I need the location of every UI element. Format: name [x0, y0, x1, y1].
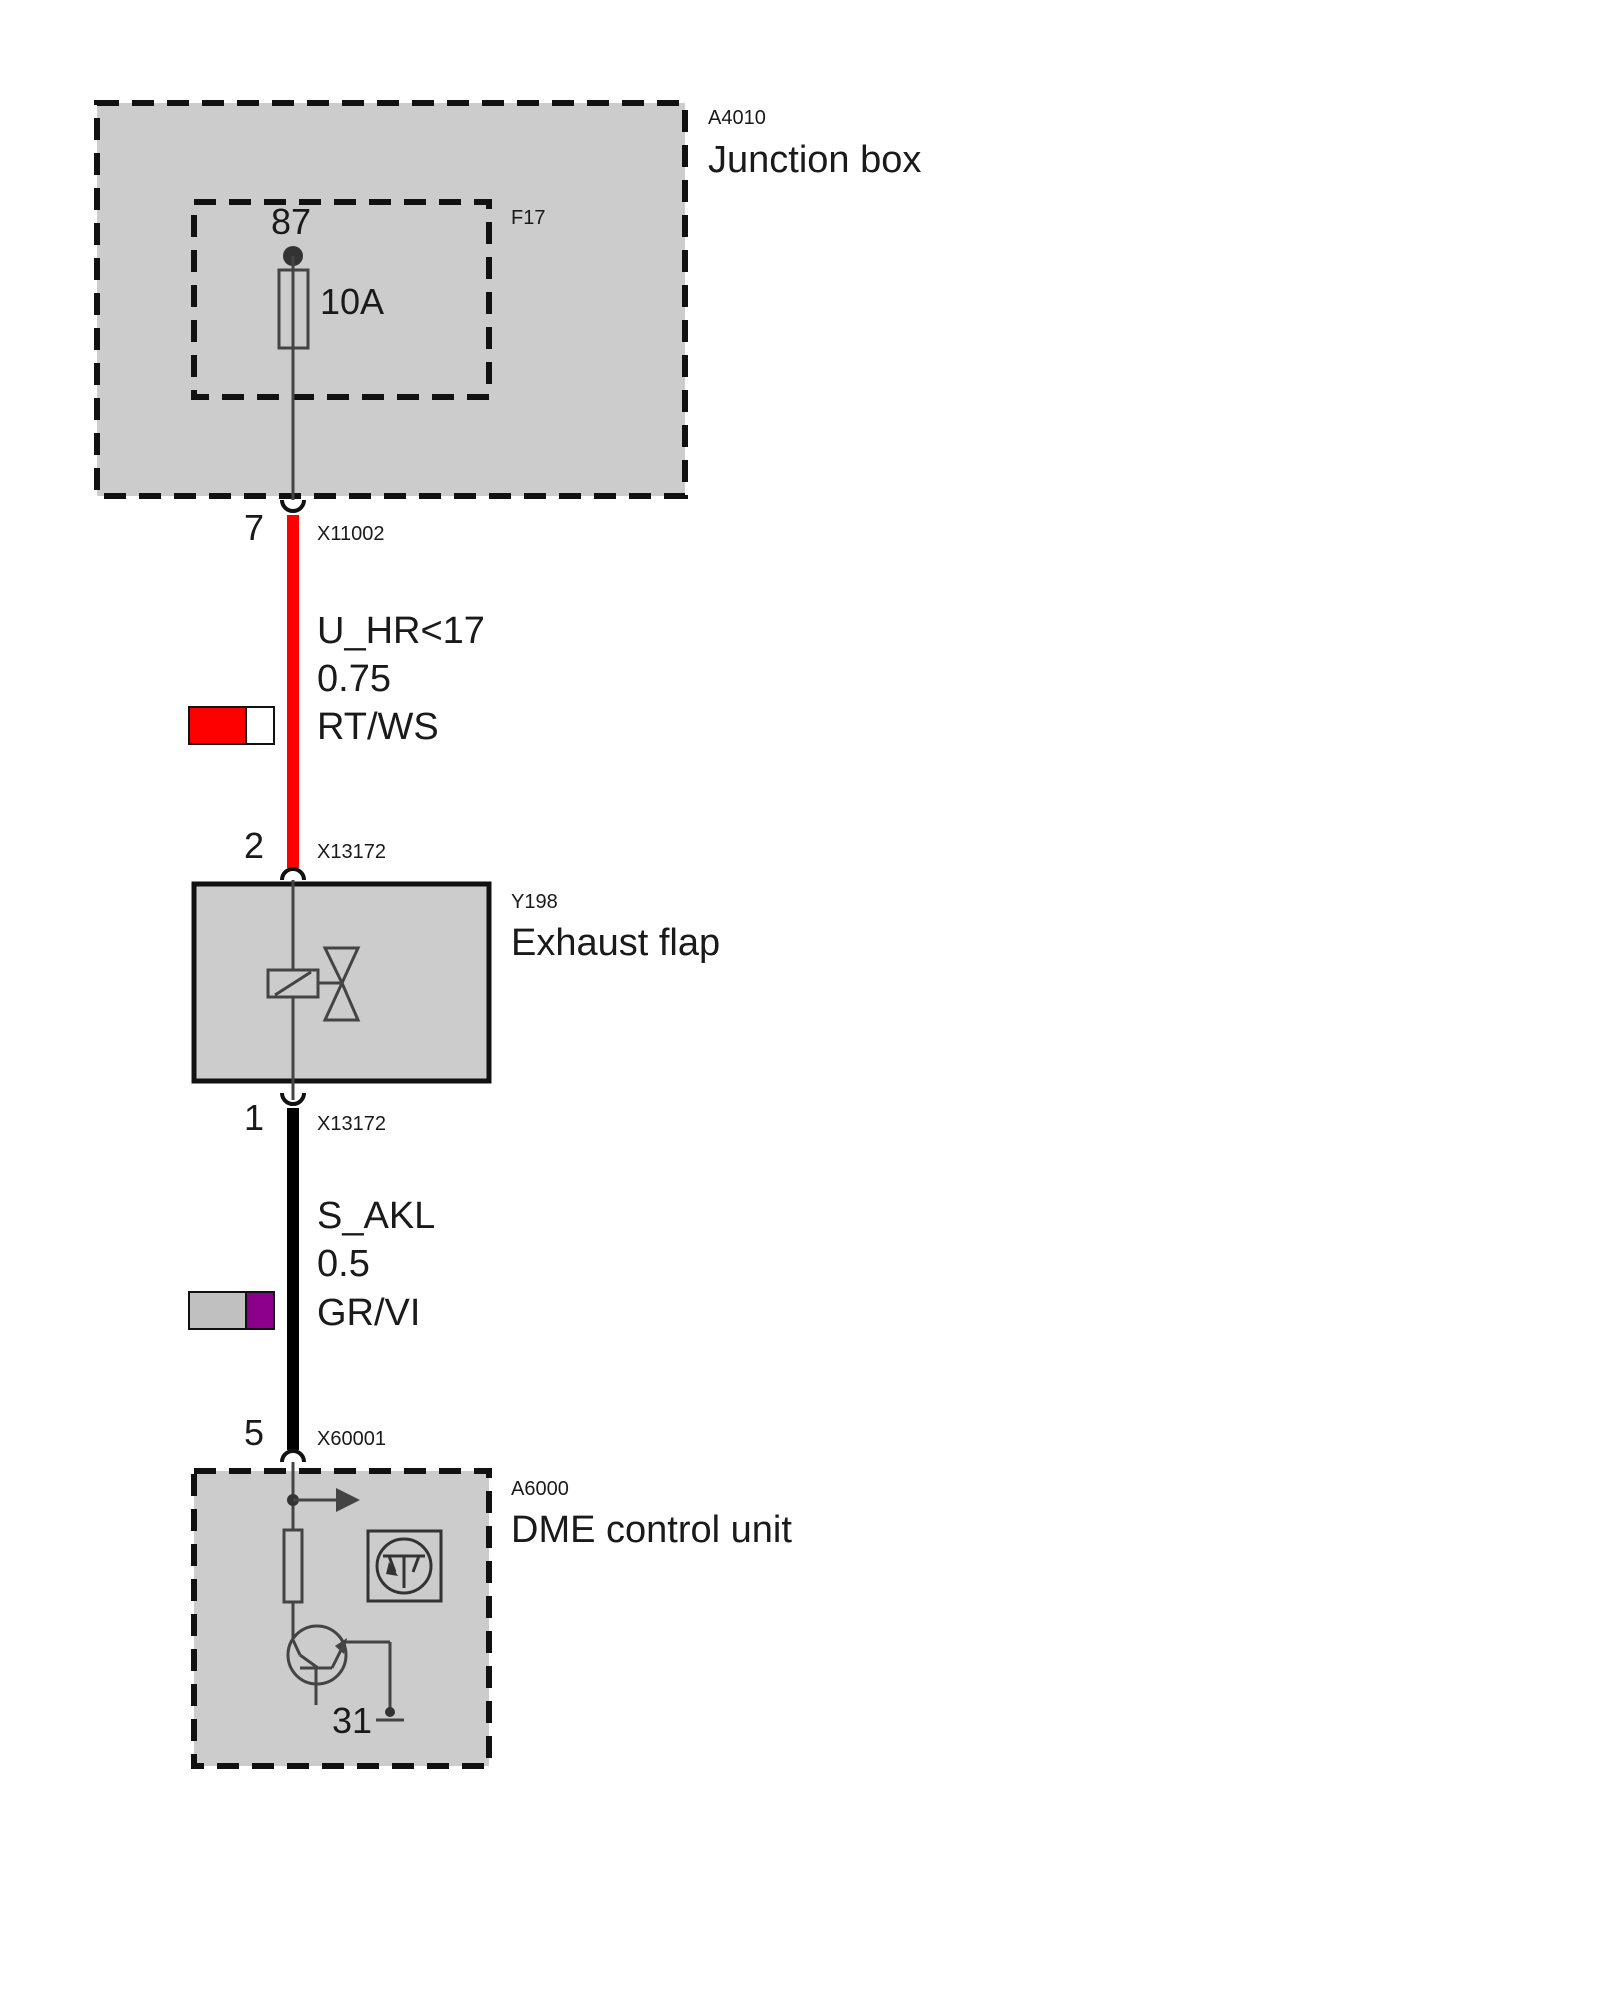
exhaust-flap-code: Y198: [511, 891, 558, 913]
wire-1-color: RT/WS: [317, 706, 439, 748]
wire-1-size: 0.75: [317, 658, 391, 700]
ground-icon: [376, 1642, 404, 1722]
dme-ground-terminal: 31: [332, 1700, 372, 1741]
wire-1-signal: U_HR<17: [317, 610, 485, 652]
fuse-terminal: 87: [271, 201, 311, 242]
connector-flap-out-symbol: [280, 1092, 306, 1106]
junction-box-outline: [94, 100, 688, 499]
connector-dme-code: X60001: [317, 1428, 386, 1450]
dme-outline: [191, 1468, 492, 1769]
dme-code: A6000: [511, 1478, 569, 1500]
connector-dme-pin: 5: [244, 1412, 264, 1453]
fuse-code: F17: [511, 207, 545, 229]
connector-top-symbol: [280, 499, 306, 513]
fuse-rating: 10A: [320, 281, 384, 322]
wire-2-color: GR/VI: [317, 1292, 420, 1334]
fuse-outline: [191, 199, 492, 400]
connector-flap-in-symbol: [280, 867, 306, 881]
wire-2-signal: S_AKL: [317, 1195, 435, 1237]
connector-flap-in-pin: 2: [244, 825, 264, 866]
exhaust-flap-name: Exhaust flap: [511, 922, 720, 964]
connector-flap-out-pin: 1: [244, 1097, 264, 1138]
fuse-icon: [277, 268, 310, 350]
connector-top-pin: 7: [244, 507, 264, 548]
connector-top-code: X11002: [317, 523, 384, 545]
junction-box-name: Junction box: [708, 139, 921, 181]
wire-1-color-swatch: [188, 706, 275, 745]
connector-dme-symbol: [280, 1449, 306, 1463]
wire-2-color-swatch: [188, 1291, 275, 1330]
junction-box-code: A4010: [708, 107, 766, 129]
connector-flap-out-code: X13172: [317, 1113, 386, 1135]
valve-solenoid-icon: [266, 946, 361, 1022]
signal-arrow-icon: [293, 1488, 360, 1512]
wire-2-size: 0.5: [317, 1243, 370, 1285]
transistor-symbol-box-icon: [366, 1529, 443, 1603]
dme-name: DME control unit: [511, 1509, 792, 1551]
connector-flap-in-code: X13172: [317, 841, 386, 863]
transistor-icon: [286, 1624, 390, 1705]
